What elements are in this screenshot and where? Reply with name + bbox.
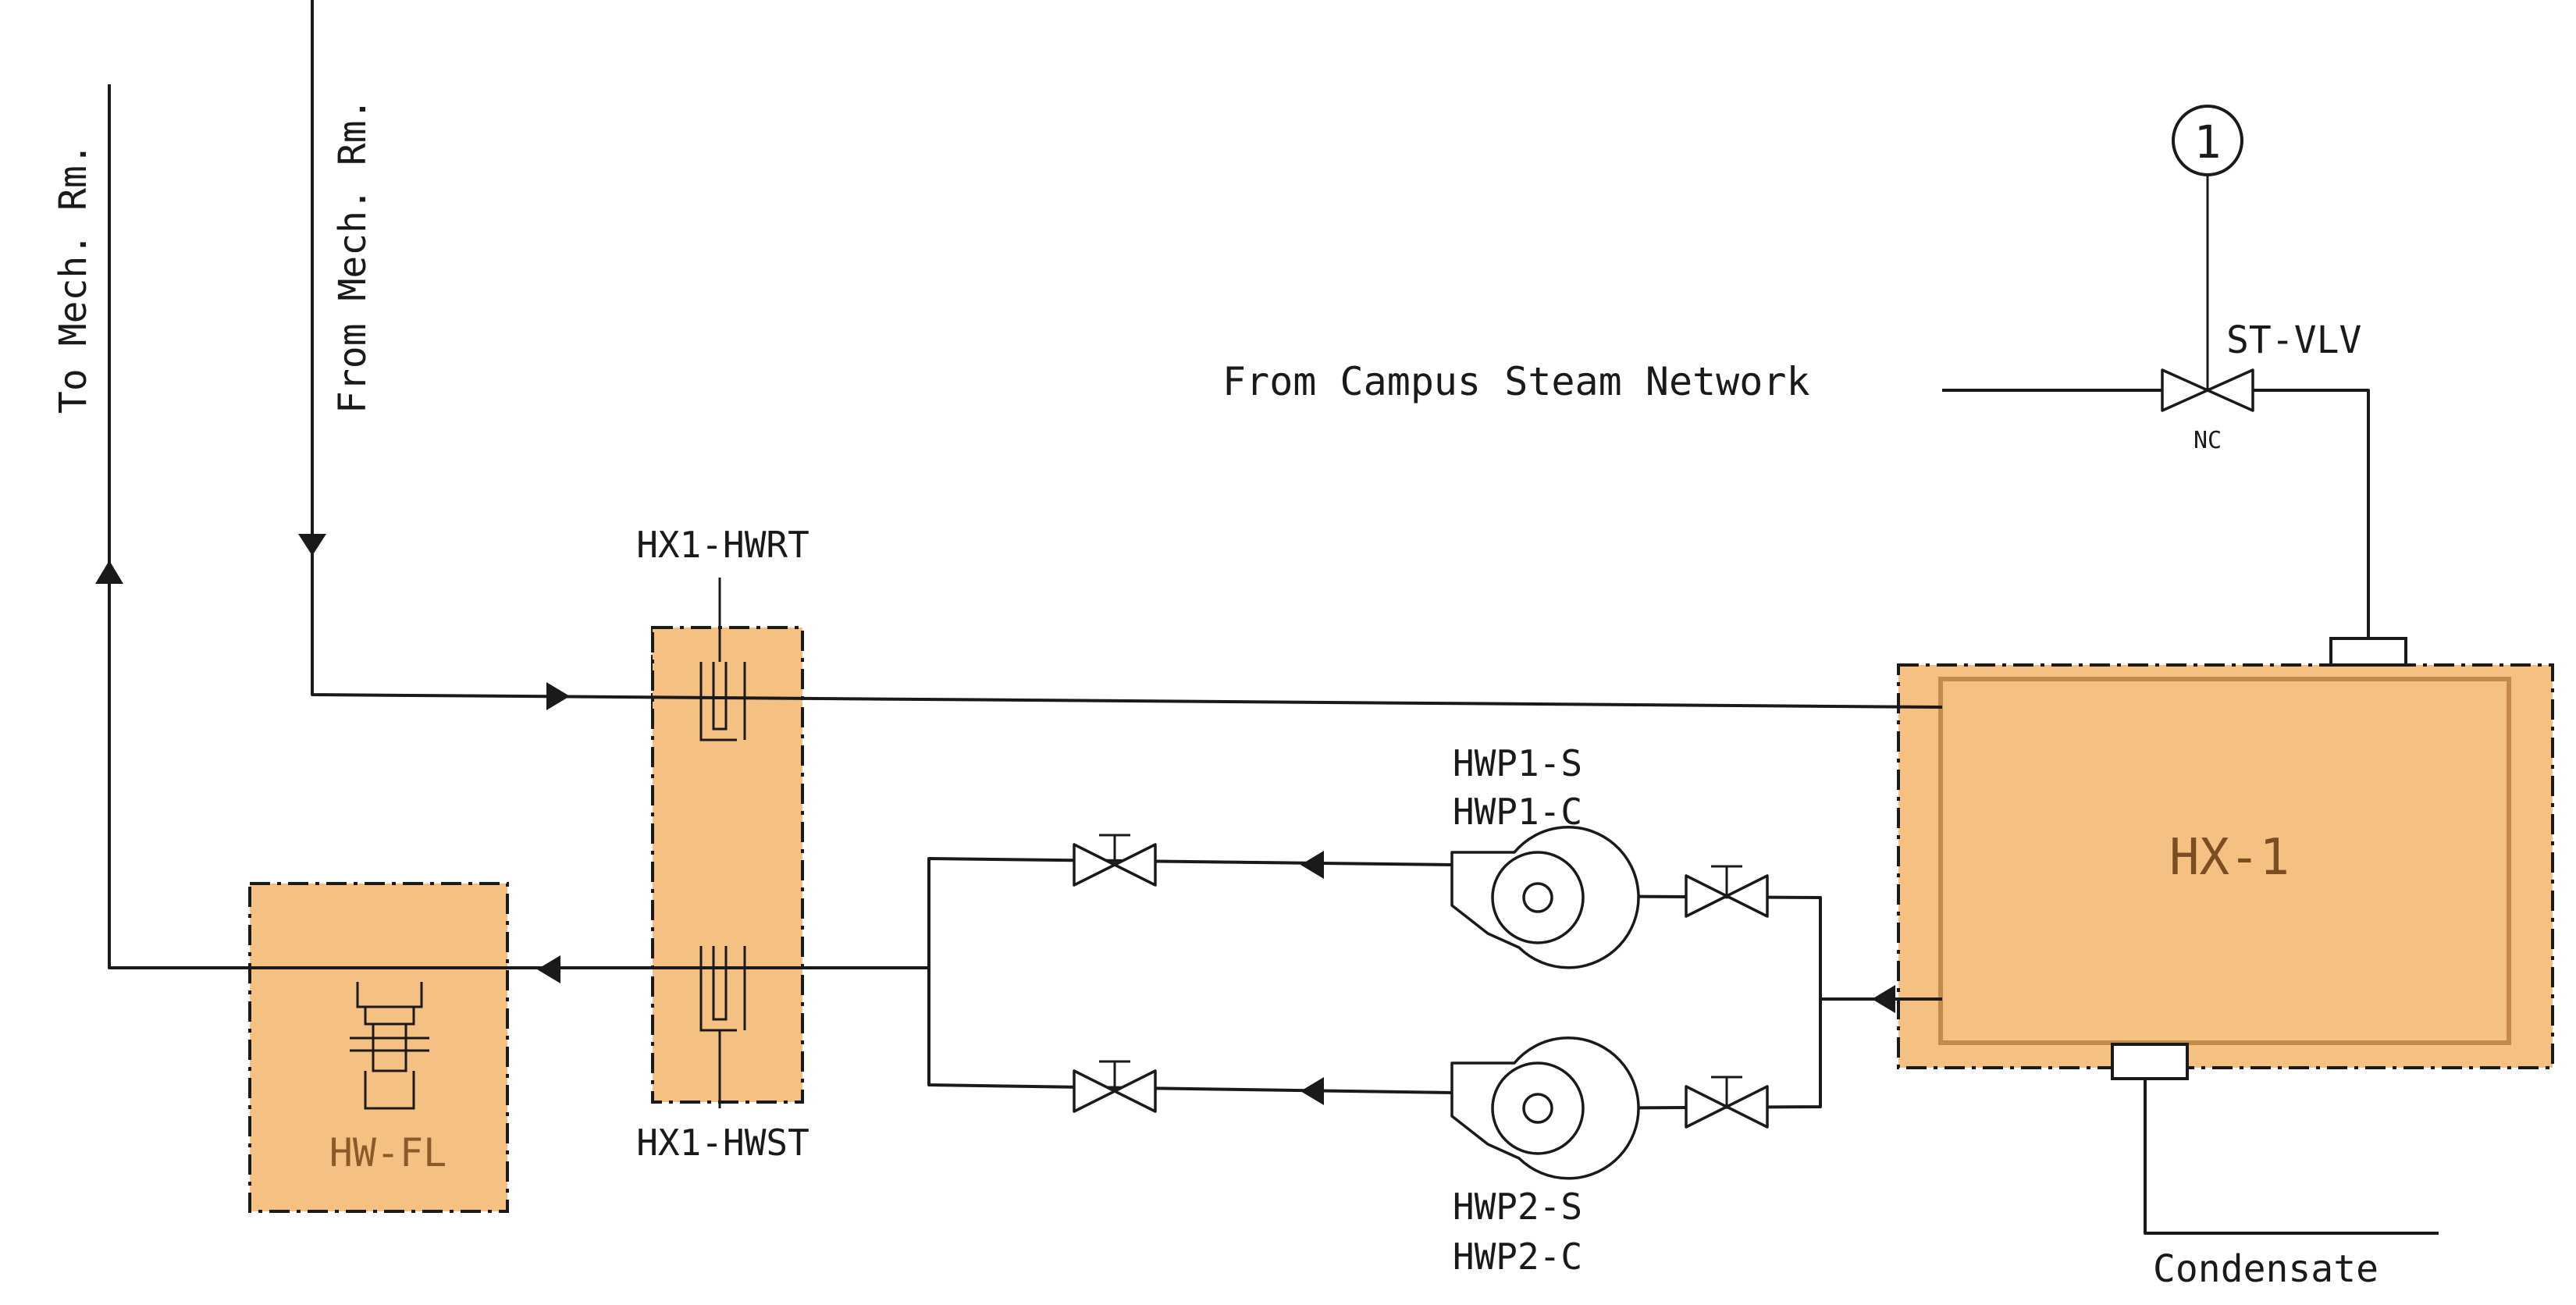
pump1-discharge-valve[interactable] — [1685, 865, 1769, 918]
condensate-nozzle — [2111, 1043, 2189, 1080]
hwrt-thermowell-icon[interactable] — [699, 578, 746, 741]
flow-arrow-up — [95, 560, 123, 584]
callout-number: 1 — [2194, 116, 2222, 169]
return-in-pipe — [311, 0, 1943, 709]
condensate-pipe — [2144, 1077, 2439, 1235]
callout-bubble[interactable] — [2172, 105, 2243, 176]
st-vlv-label: ST-VLV — [2226, 318, 2361, 362]
campus-steam-label: From Campus Steam Network — [1222, 359, 1810, 404]
hx1-hwst-label: HX1-HWST — [636, 1122, 809, 1164]
flow-arrow-left-pump2 — [1300, 1077, 1324, 1105]
hw-fl-zone[interactable] — [248, 882, 509, 1213]
hwp1-c-label: HWP1-C — [1453, 791, 1582, 833]
pump2-icon[interactable] — [1450, 1037, 1640, 1180]
pump2-branch-pipe — [927, 966, 1454, 1095]
steam-to-hx-pipe — [2251, 389, 2370, 642]
hwp2-c-label: HWP2-C — [1453, 1236, 1582, 1278]
flow-meter-icon[interactable] — [350, 982, 429, 1110]
pump2-discharge-valve[interactable] — [1685, 1076, 1769, 1129]
from-mech-room-label: From Mech. Rm. — [331, 98, 375, 414]
supply-out-pipe — [108, 84, 930, 969]
flow-arrow-left-pump1 — [1300, 851, 1324, 879]
hwst-thermowell-icon[interactable] — [699, 946, 746, 1108]
pump1-suction-valve[interactable] — [1073, 834, 1157, 887]
flow-arrow-right-return — [546, 682, 570, 710]
pump1-branch-pipe — [927, 857, 1454, 969]
steam-nozzle — [2329, 637, 2407, 667]
flow-arrow-into-hx1 — [1872, 985, 1895, 1013]
pump2-suction-valve[interactable] — [1073, 1060, 1157, 1113]
condensate-label: Condensate — [2153, 1247, 2379, 1291]
flow-arrow-down — [298, 534, 326, 556]
hx1-body[interactable] — [1938, 677, 2511, 1045]
hwp1-s-label: HWP1-S — [1453, 742, 1582, 784]
hw-fl-label: HW-FL — [329, 1130, 447, 1175]
hx1-label: HX-1 — [2169, 829, 2290, 887]
hx1-temp-zone[interactable] — [651, 626, 804, 1104]
nc-label: NC — [2194, 427, 2222, 454]
hx1-hwrt-label: HX1-HWRT — [636, 524, 809, 566]
steam-control-valve[interactable] — [2161, 368, 2254, 412]
pump1-icon[interactable] — [1450, 826, 1640, 969]
flow-arrow-left-supply — [537, 955, 560, 983]
to-mech-room-label: To Mech. Rm. — [52, 143, 95, 414]
hwp2-s-label: HWP2-S — [1453, 1186, 1582, 1228]
